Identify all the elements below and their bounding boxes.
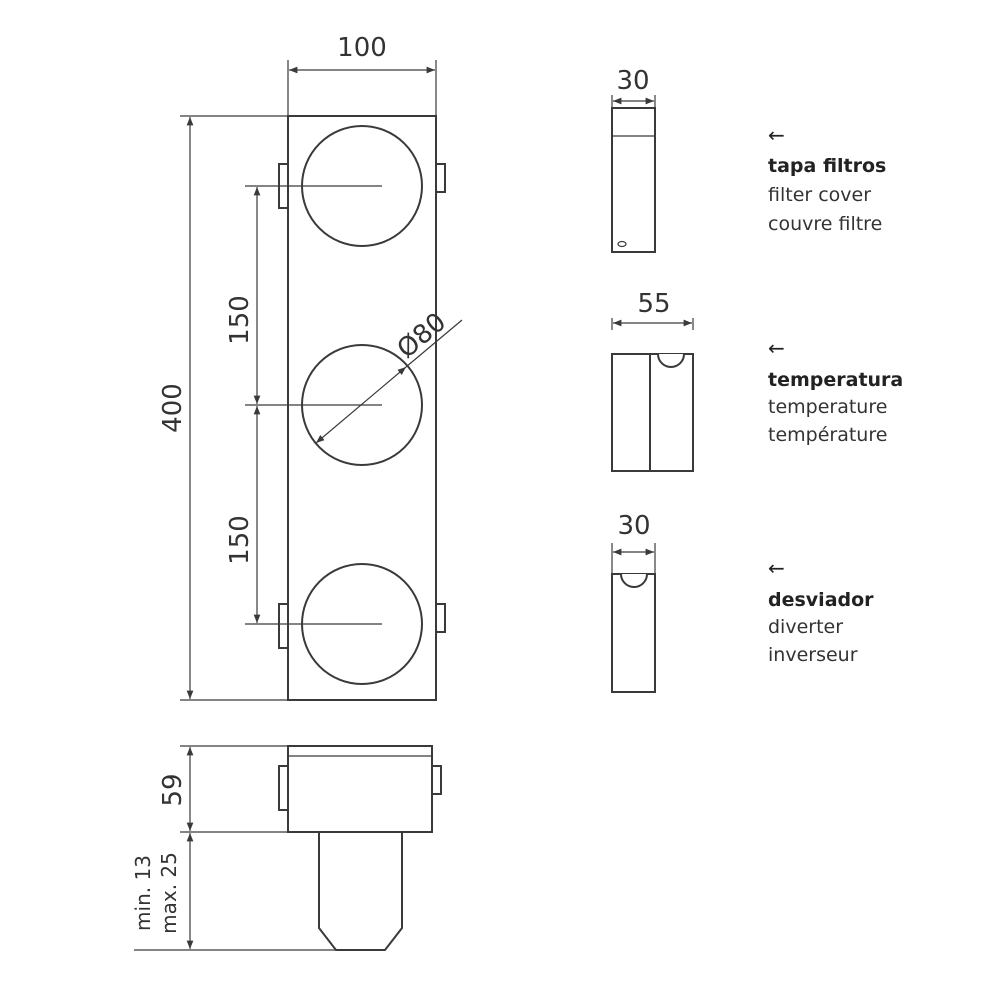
side-min-label: min. 13: [131, 855, 155, 931]
filter-cover-name-es: tapa filtros: [768, 155, 886, 177]
side-left-bracket: [278, 765, 289, 811]
part-temperature: 55 ← temperatura temperature température: [611, 289, 903, 472]
side-right-bracket: [431, 765, 442, 795]
diverter-outline: [611, 573, 656, 693]
spacing-bottom-label: 150: [225, 515, 255, 565]
temperature-notch: [657, 353, 685, 368]
temperature-outline: [611, 353, 694, 472]
side-body-outline: [287, 745, 433, 833]
filter-cover-outline: [611, 107, 656, 253]
part-filter-cover: 30 ← tapa filtros filter cover couvre fi…: [611, 66, 886, 253]
filter-cover-width-label: 30: [616, 66, 649, 96]
temperature-name-es: temperatura: [768, 369, 903, 391]
diverter-name-es: desviador: [768, 589, 874, 611]
temperature-width-label: 55: [637, 289, 670, 319]
temperature-arrow: ←: [768, 336, 785, 360]
diverter-name-fr: inverseur: [768, 644, 858, 666]
right-top-bracket: [435, 163, 446, 193]
filter-cover-name-fr: couvre filtre: [768, 213, 882, 235]
diverter-width-label: 30: [617, 511, 650, 541]
spacing-top-label: 150: [225, 295, 255, 345]
right-bottom-bracket: [435, 603, 446, 633]
side-depth-label: 59: [158, 773, 188, 806]
front-view: 100 400 150 150 Ø80: [158, 33, 463, 701]
diverter-notch: [620, 573, 648, 588]
diverter-name-en: diverter: [768, 616, 843, 638]
side-view: 59 min. 13 max. 25: [131, 745, 442, 951]
temperature-name-fr: température: [768, 424, 887, 446]
filter-cover-name-en: filter cover: [768, 184, 871, 206]
front-body-outline: [287, 115, 437, 701]
left-bottom-bracket: [278, 603, 289, 649]
filter-cover-arrow: ←: [768, 123, 785, 147]
side-cartridge-outline: [318, 832, 403, 951]
diverter-arrow: ←: [768, 556, 785, 580]
temperature-name-en: temperature: [768, 396, 887, 418]
side-max-label: max. 25: [157, 852, 181, 934]
part-diverter: 30 ← desviador diverter inverseur: [611, 511, 874, 693]
front-height-label: 400: [158, 383, 188, 433]
front-width-label: 100: [337, 33, 387, 63]
